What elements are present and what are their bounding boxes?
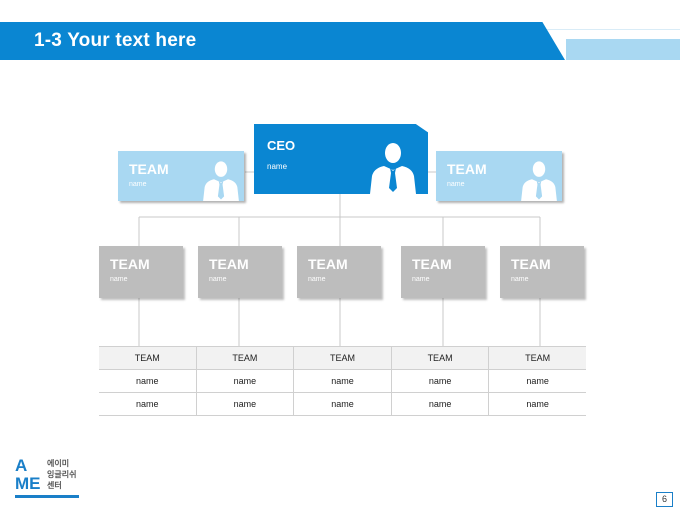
table-cell: name	[390, 392, 489, 416]
top-team-box-left: TEAM name	[118, 151, 244, 201]
logo-letters-me: ME	[15, 474, 41, 493]
team-name: name	[308, 276, 326, 283]
team-box: TEAM name	[198, 246, 282, 298]
table-cell: name	[488, 392, 586, 416]
table-header-cell: TEAM	[195, 346, 294, 370]
team-box: TEAM name	[297, 246, 381, 298]
team-name: name	[511, 276, 529, 283]
logo-underline	[15, 495, 79, 498]
team-title: TEAM	[110, 256, 150, 272]
team-title: TEAM	[412, 256, 452, 272]
team-title: TEAM	[209, 256, 249, 272]
logo-text-line3: 센터	[47, 481, 62, 490]
team-box: TEAM name	[99, 246, 183, 298]
table-header-cell: TEAM	[99, 346, 197, 370]
logo-letter-a: A	[15, 456, 28, 475]
team-box: TEAM name	[500, 246, 584, 298]
team-name: name	[129, 181, 147, 188]
table-header-cell: TEAM	[390, 346, 489, 370]
header-accent-bar	[566, 39, 680, 60]
team-name: name	[412, 276, 430, 283]
team-name: name	[110, 276, 128, 283]
table-cell: name	[99, 369, 197, 393]
team-table: TEAM TEAM TEAM TEAM TEAM name name name …	[99, 346, 586, 416]
ceo-box: CEO name	[254, 124, 428, 194]
table-header-cell: TEAM	[488, 346, 586, 370]
logo-text-line1: 에이미	[47, 459, 70, 468]
table-cell: name	[195, 369, 294, 393]
team-title: TEAM	[511, 256, 551, 272]
team-name: name	[209, 276, 227, 283]
ceo-title: CEO	[267, 138, 296, 153]
table-cell: name	[195, 392, 294, 416]
header-bar	[0, 22, 565, 60]
table-cell: name	[488, 369, 586, 393]
team-title: TEAM	[308, 256, 348, 272]
page-title: 1-3 Your text here	[34, 30, 197, 51]
top-team-box-right: TEAM name	[436, 151, 562, 201]
table-row: name name name name name	[99, 369, 586, 393]
page-number: 6	[656, 492, 673, 507]
team-title: TEAM	[129, 161, 169, 177]
table-cell: name	[293, 392, 392, 416]
table-row: name name name name name	[99, 392, 586, 416]
team-name: name	[447, 181, 465, 188]
table-cell: name	[99, 392, 197, 416]
team-title: TEAM	[447, 161, 487, 177]
person-icon	[370, 143, 416, 194]
logo-text-line2: 잉글리쉬	[47, 470, 77, 479]
team-box: TEAM name	[401, 246, 485, 298]
person-icon	[521, 161, 557, 201]
table-header-row: TEAM TEAM TEAM TEAM TEAM	[99, 346, 586, 370]
person-icon	[203, 161, 239, 201]
table-header-cell: TEAM	[293, 346, 392, 370]
header-thin-line	[540, 29, 680, 30]
table-cell: name	[293, 369, 392, 393]
ceo-name: name	[267, 162, 288, 171]
table-cell: name	[390, 369, 489, 393]
